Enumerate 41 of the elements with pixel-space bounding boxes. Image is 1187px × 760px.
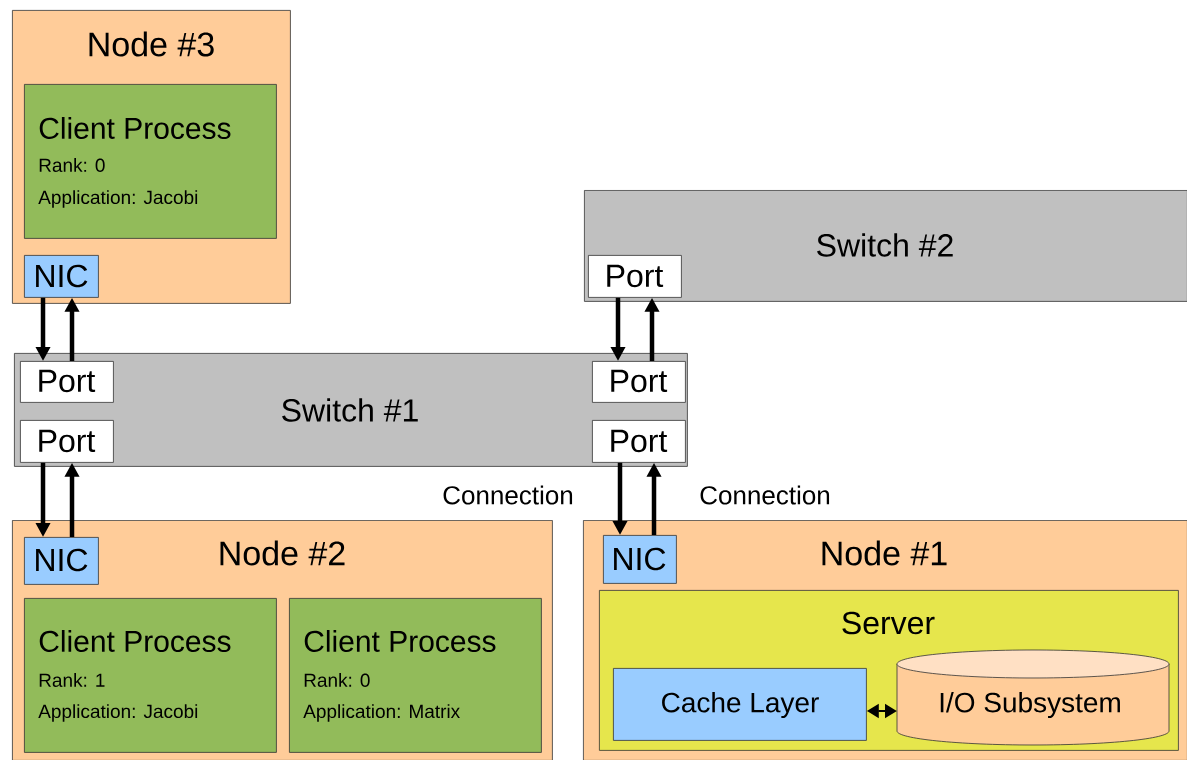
process-title: Client Process [39,117,231,139]
node-title: Node #3 [89,31,214,57]
edge-label: Connection [441,484,575,506]
storage-cylinder [896,649,1170,746]
nic-box [24,255,99,298]
edge-label: Connection [698,484,832,506]
nic-box [603,535,677,584]
process-box [289,598,542,753]
box-label: Port [611,429,668,453]
application-label: Application: Jacobi [38,704,198,722]
nic-box [24,537,99,585]
box-label: Port [39,369,96,393]
rank-label: Rank: 0 [304,673,370,687]
switch-label: Switch #1 [282,398,418,422]
process-title: Client Process [304,630,496,652]
node-title: Node #1 [822,540,947,566]
port-box [20,420,114,463]
box-label: NIC [36,548,88,572]
box-label: Port [39,429,96,453]
switch-label: Switch #2 [817,233,953,257]
box-label: Port [607,264,664,288]
application-label: Application: Matrix [303,704,460,722]
switch-box [584,190,1187,302]
port-box [592,420,686,463]
process-box [24,598,277,753]
server-title: Server [842,611,935,635]
cache-box [613,668,867,741]
box-label: NIC [36,264,88,288]
port-box [588,255,682,298]
process-title: Client Process [39,630,231,652]
rank-label: Rank: 1 [39,673,105,687]
port-box [592,361,686,403]
storage-label: I/O Subsystem [940,691,1120,719]
cache-label: Cache Layer [662,691,819,719]
box-label: NIC [614,547,666,571]
box-label: Port [611,369,668,393]
rank-label: Rank: 0 [39,158,105,172]
node-title: Node #2 [220,540,345,566]
port-box [20,361,114,403]
application-label: Application: Jacobi [38,190,198,208]
process-box [24,84,277,239]
